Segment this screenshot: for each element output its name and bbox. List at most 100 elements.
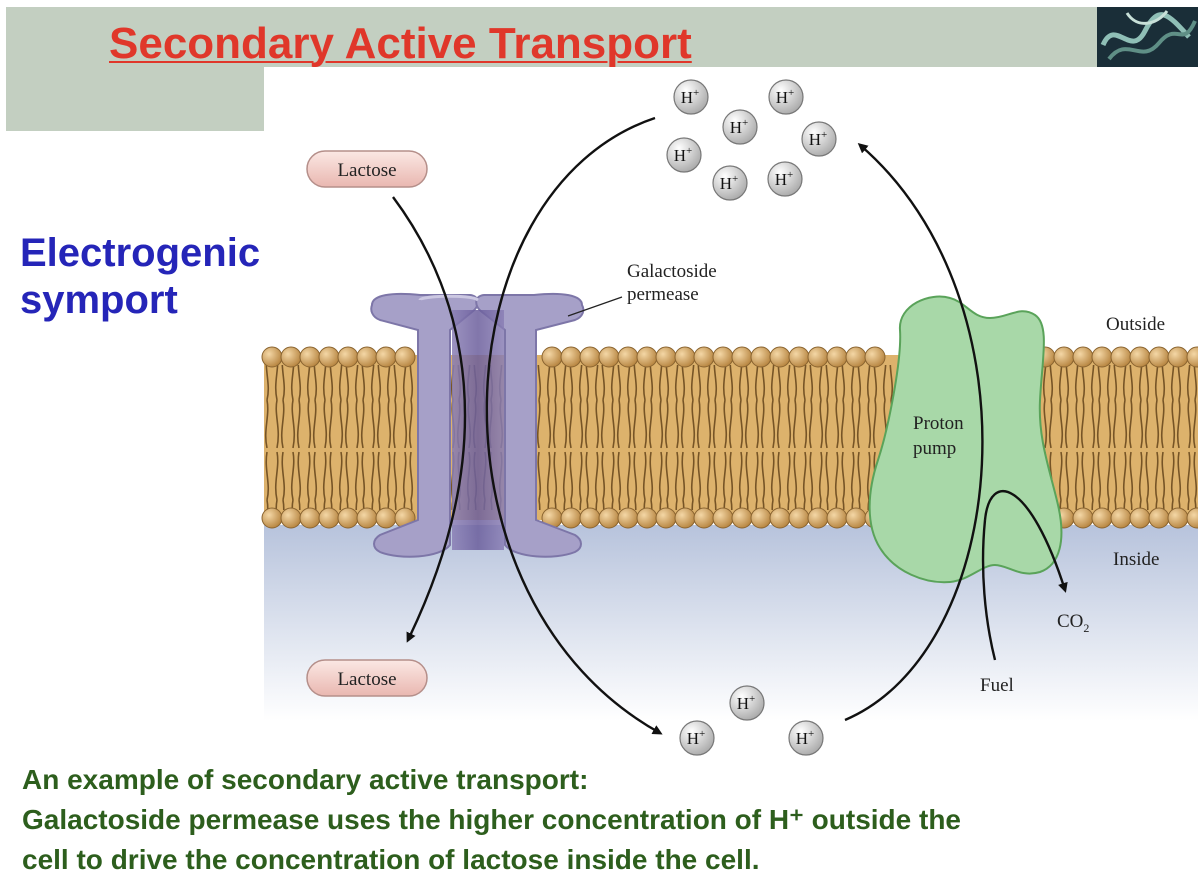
caption-line-3: cell to drive the concentration of lacto… bbox=[22, 844, 760, 875]
proton-label: H+ bbox=[809, 129, 828, 149]
lipid-head bbox=[826, 507, 848, 529]
lipid-head bbox=[1091, 346, 1113, 368]
lipid-head bbox=[712, 507, 734, 529]
lipid-head bbox=[769, 507, 791, 529]
lactose-bottom-label: Lactose bbox=[337, 669, 396, 690]
permease-label-line-2: permease bbox=[627, 284, 699, 305]
lipid-head bbox=[1072, 346, 1094, 368]
lipid-head bbox=[693, 507, 715, 529]
lipid-head bbox=[731, 346, 753, 368]
lipid-head bbox=[1186, 507, 1198, 529]
lipid-head bbox=[299, 346, 321, 368]
subtitle-line-1: Electrogenic bbox=[20, 231, 261, 275]
lipid-head bbox=[788, 346, 810, 368]
lipid-head bbox=[788, 507, 810, 529]
caption-line-2: Galactoside permease uses the higher con… bbox=[22, 804, 961, 835]
lipid-head bbox=[674, 346, 696, 368]
lipid-head bbox=[655, 346, 677, 368]
subtitle-line-2: symport bbox=[20, 278, 178, 322]
lipid-head bbox=[769, 346, 791, 368]
lipid-head bbox=[598, 507, 620, 529]
proton-ion: H+ bbox=[729, 685, 765, 721]
lipid-head bbox=[394, 346, 416, 368]
proton-label: H+ bbox=[730, 117, 749, 137]
lactose-entry-arrow bbox=[392, 196, 467, 643]
permease-pointer-line bbox=[567, 296, 623, 317]
lipid-head bbox=[845, 346, 867, 368]
slide-title: Secondary Active Transport bbox=[109, 19, 692, 68]
lipid-head bbox=[579, 346, 601, 368]
lipid-head bbox=[807, 507, 829, 529]
pump-label-line-1: Proton bbox=[913, 413, 964, 434]
lipid-head bbox=[299, 507, 321, 529]
lipid-head bbox=[693, 346, 715, 368]
lipid-head bbox=[845, 507, 867, 529]
lipid-head bbox=[617, 507, 639, 529]
lipid-head bbox=[1110, 346, 1132, 368]
proton-pump bbox=[868, 295, 1063, 584]
proton-ion: H+ bbox=[722, 109, 758, 145]
lipid-head bbox=[1129, 507, 1151, 529]
co2-label: CO2 bbox=[1057, 611, 1089, 635]
proton-label: H+ bbox=[687, 728, 706, 748]
lipid-head bbox=[261, 507, 283, 529]
lipid-head bbox=[750, 346, 772, 368]
permease-label-line-1: Galactoside bbox=[627, 261, 717, 282]
inside-label: Inside bbox=[1113, 549, 1159, 570]
lipid-head bbox=[636, 507, 658, 529]
lipid-head bbox=[375, 346, 397, 368]
proton-label: H+ bbox=[674, 145, 693, 165]
lipid-head bbox=[541, 346, 563, 368]
header-block bbox=[6, 67, 264, 131]
caption: An example of secondary active transport… bbox=[22, 760, 1192, 880]
lipid-heads-outer bbox=[261, 346, 1198, 368]
lipid-head bbox=[712, 346, 734, 368]
lipid-head bbox=[731, 507, 753, 529]
proton-label: H+ bbox=[720, 173, 739, 193]
corner-molecule-image bbox=[1097, 7, 1198, 67]
proton-pump-arrow bbox=[844, 143, 984, 722]
lipid-head bbox=[1110, 507, 1132, 529]
proton-label: H+ bbox=[681, 87, 700, 107]
lipid-head bbox=[598, 346, 620, 368]
proton-inflow-arrow bbox=[485, 116, 663, 735]
lipid-head bbox=[807, 346, 829, 368]
proton-ion: H+ bbox=[666, 137, 702, 173]
lipid-head bbox=[560, 507, 582, 529]
proton-label: H+ bbox=[737, 693, 756, 713]
proton-ion: H+ bbox=[673, 79, 709, 115]
lipid-head bbox=[337, 507, 359, 529]
lipid-head bbox=[1148, 507, 1170, 529]
outside-label: Outside bbox=[1106, 314, 1165, 335]
proton-ion: H+ bbox=[768, 79, 804, 115]
galactoside-permease bbox=[370, 292, 585, 558]
proton-ion: H+ bbox=[788, 720, 824, 756]
lipid-head bbox=[375, 507, 397, 529]
lipid-head bbox=[579, 507, 601, 529]
protons: H+H+H+H+H+H+H+H+H+H+ bbox=[666, 79, 837, 756]
proton-ion: H+ bbox=[801, 121, 837, 157]
lipid-head bbox=[356, 346, 378, 368]
transport-arrows bbox=[392, 116, 1068, 735]
lipid-head bbox=[1072, 507, 1094, 529]
fuel-line bbox=[981, 519, 997, 661]
lipid-head bbox=[1167, 346, 1189, 368]
proton-ion: H+ bbox=[712, 165, 748, 201]
proton-label: H+ bbox=[775, 169, 794, 189]
lipid-head bbox=[1186, 346, 1198, 368]
caption-line-1: An example of secondary active transport… bbox=[22, 764, 589, 795]
lipid-head bbox=[318, 507, 340, 529]
co2-arrow bbox=[983, 490, 1068, 593]
lactose-top-pill: Lactose bbox=[306, 150, 428, 188]
proton-label: H+ bbox=[796, 728, 815, 748]
lipid-head bbox=[280, 507, 302, 529]
lipid-head bbox=[318, 346, 340, 368]
lipid-head bbox=[826, 346, 848, 368]
lipid-head bbox=[356, 507, 378, 529]
diagram-subtitle: Electrogenic symport bbox=[20, 230, 260, 324]
lipid-head bbox=[261, 346, 283, 368]
lipid-head bbox=[674, 507, 696, 529]
lipid-head bbox=[864, 346, 886, 368]
pump-label-line-2: pump bbox=[913, 438, 956, 459]
